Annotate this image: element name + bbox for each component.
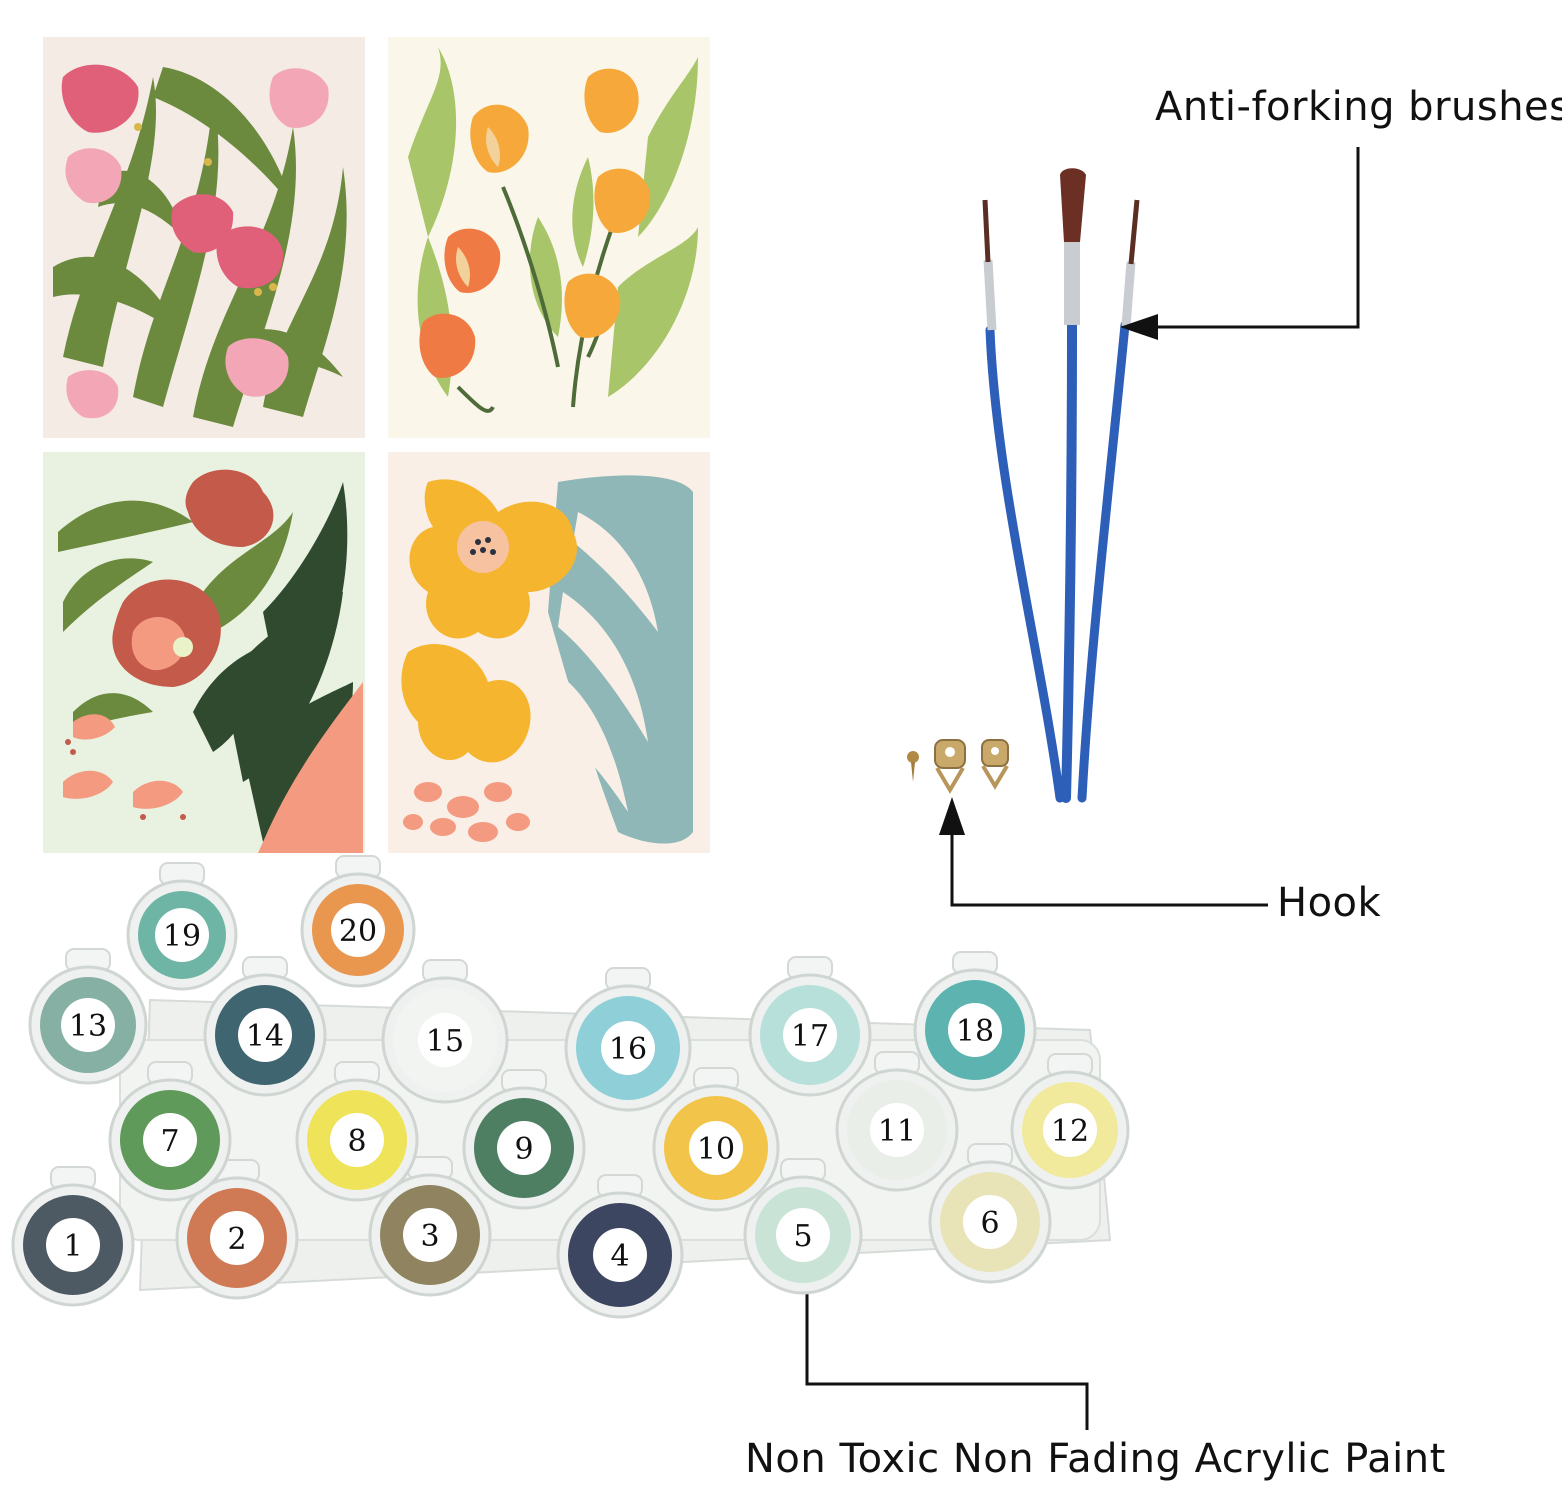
- pot-number: 9: [514, 1132, 533, 1167]
- paint-pot-15: 15: [381, 959, 509, 1104]
- artwork-orange-tulips: [388, 37, 710, 438]
- pot-number: 18: [956, 1014, 994, 1049]
- orange-tulips-illustration: [408, 47, 698, 413]
- pot-label-circle: [143, 1113, 197, 1167]
- pot-label-circle: [418, 1013, 472, 1067]
- pot-number: 12: [1051, 1114, 1089, 1149]
- pot-number: 1: [63, 1229, 82, 1264]
- screw-icon: [907, 751, 919, 782]
- red-flowers-illustration: [58, 469, 363, 853]
- paint-pot-3: 3: [368, 1156, 492, 1297]
- artwork-red-flowers: [43, 452, 365, 853]
- paint-pot-10: 10: [652, 1067, 780, 1212]
- pot-label-circle: [593, 1228, 647, 1282]
- hook-callout-label: Hook: [1277, 880, 1382, 926]
- pot-label-circle: [776, 1208, 830, 1262]
- pot-number: 11: [878, 1114, 916, 1149]
- hook-arrowhead-icon: [939, 797, 965, 835]
- hook-right-icon: [981, 739, 1009, 790]
- hook-left-icon: [934, 739, 966, 794]
- paint-pot-20: 20: [300, 855, 416, 988]
- brushes-leader-line: [1150, 147, 1360, 329]
- pot-number: 3: [420, 1219, 439, 1254]
- pot-label-circle: [403, 1208, 457, 1262]
- pot-number: 4: [610, 1239, 629, 1274]
- pot-label-circle: [155, 908, 209, 962]
- paint-callout-label: Non Toxic Non Fading Acrylic Paint: [745, 1436, 1446, 1482]
- pot-label-circle: [783, 1008, 837, 1062]
- pot-label-circle: [601, 1021, 655, 1075]
- paint-pot-14: 14: [203, 956, 327, 1097]
- pot-label-circle: [61, 998, 115, 1052]
- pot-number: 8: [347, 1124, 366, 1159]
- pot-number: 20: [339, 914, 377, 949]
- paint-pot-6: 6: [928, 1143, 1052, 1284]
- paint-pot-17: 17: [748, 956, 872, 1097]
- paint-pot-16: 16: [564, 967, 692, 1112]
- pot-number: 7: [160, 1124, 179, 1159]
- paint-pot-2: 2: [175, 1159, 299, 1300]
- pink-tulips-illustration: [53, 64, 347, 427]
- hook-hardware: [907, 739, 1009, 794]
- pot-label-circle: [689, 1121, 743, 1175]
- brushes-callout-label: Anti-forking brushes: [1155, 84, 1562, 130]
- pot-label-circle: [238, 1008, 292, 1062]
- paint-pot-13: 13: [28, 948, 148, 1085]
- artwork-pink-tulips: [43, 37, 365, 438]
- pot-number: 15: [426, 1024, 464, 1059]
- paint-pot-19: 19: [126, 862, 238, 991]
- pot-number: 19: [163, 919, 201, 954]
- hook-leader-line: [950, 828, 1268, 907]
- paint-pot-1: 1: [11, 1166, 135, 1307]
- paint-pot-11: 11: [835, 1051, 959, 1192]
- paint-pot-9: 9: [462, 1069, 586, 1210]
- pot-number: 6: [980, 1206, 999, 1241]
- paint-pot-7: 7: [108, 1061, 232, 1202]
- pot-number: 16: [609, 1032, 647, 1067]
- pot-label-circle: [331, 903, 385, 957]
- brush-middle: [1060, 168, 1086, 803]
- artwork-yellow-flowers: [388, 452, 710, 853]
- pot-label-circle: [948, 1003, 1002, 1057]
- brush-right: [1077, 199, 1140, 803]
- pot-label-circle: [870, 1103, 924, 1157]
- yellow-flowers-illustration: [401, 475, 693, 844]
- pot-label-circle: [210, 1211, 264, 1265]
- pot-number: 13: [69, 1009, 107, 1044]
- pot-number: 2: [227, 1222, 246, 1257]
- paint-pot-8: 8: [295, 1061, 419, 1202]
- paint-pot-5: 5: [743, 1158, 863, 1295]
- pot-number: 14: [246, 1019, 284, 1054]
- paint-pot-12: 12: [1010, 1053, 1130, 1190]
- pot-number: 17: [791, 1019, 829, 1054]
- brushes-arrowhead-icon: [1120, 314, 1158, 340]
- pot-number: 5: [793, 1219, 812, 1254]
- paint-pot-18: 18: [913, 951, 1037, 1092]
- pot-label-circle: [963, 1195, 1017, 1249]
- pot-label-circle: [1043, 1103, 1097, 1157]
- paint-leader-line: [805, 1260, 1089, 1430]
- pot-label-circle: [46, 1218, 100, 1272]
- pot-label-circle: [497, 1121, 551, 1175]
- pot-number: 10: [697, 1132, 735, 1167]
- pot-label-circle: [330, 1113, 384, 1167]
- brush-left: [982, 199, 1065, 803]
- paint-pot-4: 4: [556, 1174, 684, 1319]
